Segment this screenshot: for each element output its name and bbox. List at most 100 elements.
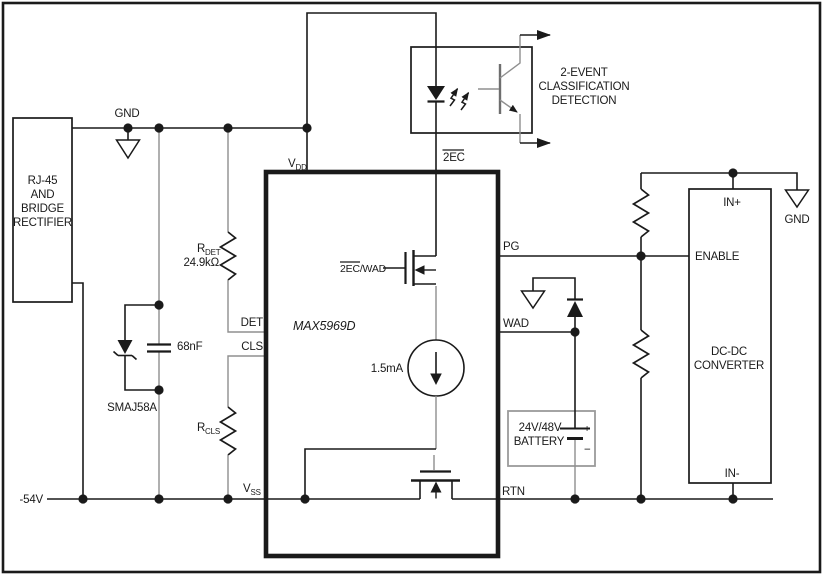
tvs-part-label: SMAJ58A — [107, 402, 157, 414]
inplus-rail-wire — [641, 172, 798, 190]
cls-pin-wire — [227, 355, 266, 407]
rj45-label-3: BRIDGE — [21, 203, 64, 215]
rcls-label: R CLS — [197, 422, 220, 436]
ic-part-number: MAX5969D — [293, 319, 355, 333]
phototransistor-icon — [478, 35, 521, 143]
dcdc-name-1: DC-DC — [711, 346, 747, 358]
resistor-pulldown-icon — [631, 329, 651, 379]
junction-dot — [123, 123, 133, 133]
opto-caption-3: DETECTION — [552, 95, 617, 107]
dcdc-enable-label: ENABLE — [695, 251, 740, 263]
junction-dot — [223, 123, 233, 133]
pin-2ec-label: 2EC — [443, 152, 465, 164]
gate-label-2ec-wad: 2EC/WAD — [340, 261, 387, 275]
tvs-wire-bottom — [124, 356, 159, 391]
battery: + − 24V/48V BATTERY — [507, 332, 596, 499]
rj45-box — [12, 117, 73, 303]
rj45-label-2: AND — [31, 189, 55, 201]
emission-arrow-2 — [460, 91, 470, 111]
rj45-label-4: RECTIFIER — [13, 217, 72, 229]
pin-vss-label: V — [243, 483, 251, 495]
det-pin-wire — [227, 280, 266, 333]
tvs-bar-tick-left — [112, 350, 119, 357]
wad-diode-branch — [520, 277, 583, 332]
ground-triangle-icon — [520, 290, 546, 310]
dcdc-in-plus-label: IN+ — [723, 197, 741, 209]
led-emission-arrows-icon — [449, 87, 470, 111]
emission-arrow-1 — [449, 87, 459, 107]
tvs-diode-icon — [117, 340, 133, 354]
gnd-right-label: GND — [785, 214, 810, 226]
rdet-ref: R — [197, 243, 205, 255]
mosfet-bot-body-arrow — [430, 481, 442, 493]
wad-gnd-wire — [532, 277, 576, 299]
junction-dot — [154, 123, 164, 133]
current-source-value: 1.5mA — [371, 363, 404, 375]
junction-dots — [78, 123, 738, 504]
mosfet-top-body-arrow — [414, 265, 425, 275]
current-source-icon — [407, 339, 465, 397]
rdet-label: R DET 24.9kΩ — [183, 243, 220, 269]
led-icon — [427, 47, 445, 172]
mosfet-pass-switch-icon — [411, 455, 460, 499]
junction-dot — [728, 168, 738, 178]
rj45-bottom-wire — [72, 282, 84, 499]
pin-vss-sub: SS — [251, 488, 261, 497]
gnd-top-label: GND — [115, 108, 140, 120]
junction-dot — [302, 123, 312, 133]
tvs-diode-smaj58a — [112, 304, 159, 391]
pt-emitter — [499, 99, 518, 113]
dcdc-in-minus-label: IN- — [725, 468, 740, 480]
rcls-ref-sub: CLS — [205, 427, 220, 436]
led-triangle — [427, 86, 445, 100]
junction-dot — [154, 385, 164, 395]
pin-det-label: DET — [241, 317, 264, 329]
battery-plus-sign: + — [584, 423, 590, 435]
tvs-wire-top — [124, 304, 159, 340]
pin-vdd-label: V — [288, 158, 296, 170]
battery-minus-sign: − — [584, 444, 591, 456]
tvs-bar-tick-right — [131, 354, 138, 361]
diode-icon — [567, 301, 583, 317]
neg54v-label: -54V — [20, 494, 44, 506]
rdet-ref-sub: DET — [205, 248, 221, 257]
pt-collector — [499, 35, 521, 79]
dcdc-converter: IN+ ENABLE DC-DC CONVERTER IN- — [688, 188, 772, 484]
opto-caption-1: 2-EVENT — [560, 67, 607, 79]
ic-pin-labels: V DD 2EC DET CLS V SS PG WAD RTN — [241, 149, 529, 498]
current-source-arrow-head — [430, 373, 442, 385]
junction-dot — [223, 494, 233, 504]
battery-label-2: BATTERY — [514, 436, 565, 448]
pin-wad-label: WAD — [503, 318, 529, 330]
battery-box — [507, 410, 596, 467]
junction-dot — [300, 494, 310, 504]
junction-dot — [728, 494, 738, 504]
junction-dot — [78, 494, 88, 504]
ic-max5969d-box — [263, 169, 501, 559]
junction-dot — [154, 300, 164, 310]
capacitor-value: 68nF — [177, 341, 203, 353]
rcls-ref: R — [197, 422, 205, 434]
dcdc-name-2: CONVERTER — [694, 360, 764, 372]
ground-triangle-icon — [784, 189, 810, 209]
rj45-label-1: RJ-45 — [28, 175, 58, 187]
rdet-value: 24.9kΩ — [183, 257, 219, 269]
opto-caption-2: CLASSIFICATION — [539, 81, 630, 93]
pin-rtn-label: RTN — [502, 486, 525, 498]
vdd-to-opto-wire — [306, 12, 437, 128]
battery-label-1: 24V/48V — [519, 422, 562, 434]
resistor-rdet-icon — [218, 231, 238, 281]
optocoupler — [410, 30, 551, 172]
rj45-bridge-rectifier: RJ-45 AND BRIDGE RECTIFIER — [12, 117, 73, 303]
junction-dot — [570, 494, 580, 504]
ground-symbol-right — [784, 189, 810, 209]
pin-vdd-sub: DD — [296, 163, 308, 172]
junction-dot — [154, 494, 164, 504]
mosfet-2ec-wad-icon — [383, 250, 436, 286]
junction-dot — [636, 494, 646, 504]
junction-dot — [636, 251, 646, 261]
pin-cls-label: CLS — [241, 341, 263, 353]
